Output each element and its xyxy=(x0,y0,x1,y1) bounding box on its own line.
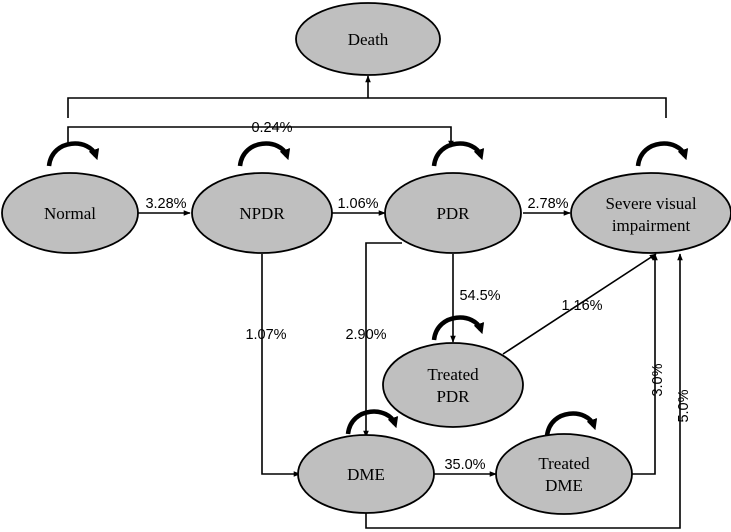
rate-dme-to-svi: 5.0% xyxy=(676,389,692,422)
edge-to-death-bracket xyxy=(67,97,667,118)
svg-text:PDR: PDR xyxy=(436,204,470,223)
svg-text:Treated: Treated xyxy=(427,365,479,384)
self-loop-npdr xyxy=(237,141,291,167)
edge-npdr-to-dme xyxy=(261,254,301,477)
rate-normal-to-pdr: 0.24% xyxy=(251,120,292,136)
svg-text:NPDR: NPDR xyxy=(239,204,285,223)
edge-treated-dme-to-svi xyxy=(632,253,658,475)
self-loop-svi xyxy=(635,141,689,167)
svg-text:impairment: impairment xyxy=(612,216,691,235)
edge-normal-to-pdr xyxy=(67,126,454,148)
node-npdr: NPDR xyxy=(191,172,333,254)
edge-treated-pdr-to-svi xyxy=(502,253,657,355)
edge-pdr-to-dme xyxy=(363,242,402,438)
node-dme: DME xyxy=(297,434,435,514)
node-death: Death xyxy=(295,2,441,76)
self-loop-dme xyxy=(345,409,399,435)
svg-text:Treated: Treated xyxy=(538,454,590,473)
node-treated-pdr: Treated PDR xyxy=(382,342,524,428)
rate-pdr-to-dme: 2.90% xyxy=(345,327,386,343)
svg-text:DME: DME xyxy=(347,465,385,484)
rate-treated-pdr-to-svi: 1.16% xyxy=(561,298,602,314)
self-loop-treated-pdr xyxy=(431,315,485,341)
svg-text:Normal: Normal xyxy=(44,204,96,223)
svg-text:PDR: PDR xyxy=(436,387,470,406)
rate-pdr-to-svi: 2.78% xyxy=(527,196,568,212)
svg-text:Death: Death xyxy=(348,30,389,49)
rate-normal-to-npdr: 3.28% xyxy=(145,196,186,212)
node-treated-dme: Treated DME xyxy=(495,433,633,515)
rate-treated-dme-to-svi: 3.0% xyxy=(650,363,666,396)
node-pdr: PDR xyxy=(384,172,522,254)
rate-dme-to-treated-dme: 35.0% xyxy=(444,457,485,473)
svg-text:Severe visual: Severe visual xyxy=(605,194,696,213)
self-loop-treated-dme xyxy=(544,411,598,437)
svg-text:DME: DME xyxy=(545,476,583,495)
self-loop-normal xyxy=(46,141,100,167)
edge-dme-to-svi xyxy=(365,253,683,529)
rate-npdr-to-dme: 1.07% xyxy=(245,327,286,343)
rate-pdr-to-treated-pdr: 54.5% xyxy=(459,288,500,304)
node-normal: Normal xyxy=(1,172,139,254)
self-loop-pdr xyxy=(431,141,485,167)
node-severe-visual-impairment: Severe visual impairment xyxy=(570,172,731,254)
rate-npdr-to-pdr: 1.06% xyxy=(337,196,378,212)
